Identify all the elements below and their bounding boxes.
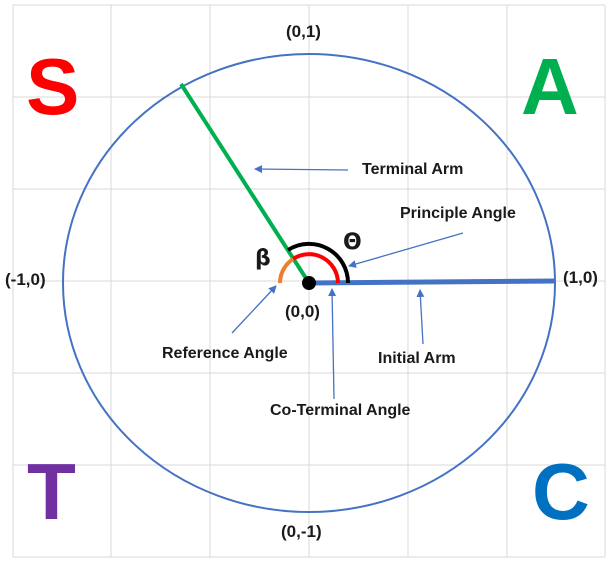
principle-angle-arrow <box>348 232 464 268</box>
quadrant-a-letter: A <box>521 42 579 131</box>
reference-angle-label: Reference Angle <box>162 345 288 362</box>
reference-angle-arrow <box>231 285 277 334</box>
co-terminal-angle-arc <box>286 241 351 284</box>
quadrant-c-letter: C <box>532 447 590 536</box>
point-bottom-label: (0,-1) <box>281 522 322 541</box>
point-right-label: (1,0) <box>563 268 598 287</box>
point-left-label: (-1,0) <box>5 270 46 289</box>
quadrant-s-letter: S <box>26 42 80 131</box>
origin-point <box>302 276 316 290</box>
initial-arm-arrow <box>416 289 425 345</box>
quadrant-t-letter: T <box>27 447 76 536</box>
co-terminal-angle-label: Co-Terminal Angle <box>270 402 411 419</box>
initial-arm-label: Initial Arm <box>378 350 456 367</box>
beta-symbol: β <box>255 246 271 271</box>
co-terminal-angle-arrow <box>328 288 337 400</box>
terminal-arm-arrow <box>254 165 349 174</box>
terminal-arm-label: Terminal Arm <box>362 161 464 178</box>
initial-arm <box>308 278 556 286</box>
origin-label: (0,0) <box>285 302 320 321</box>
reference-angle-arc <box>278 257 295 284</box>
callout-arrows <box>231 165 464 400</box>
point-top-label: (0,1) <box>286 22 321 41</box>
principle-angle-arc <box>291 252 340 284</box>
theta-symbol: Θ <box>343 230 362 255</box>
principle-angle-label: Principle Angle <box>400 205 516 222</box>
terminal-arm <box>179 82 311 285</box>
